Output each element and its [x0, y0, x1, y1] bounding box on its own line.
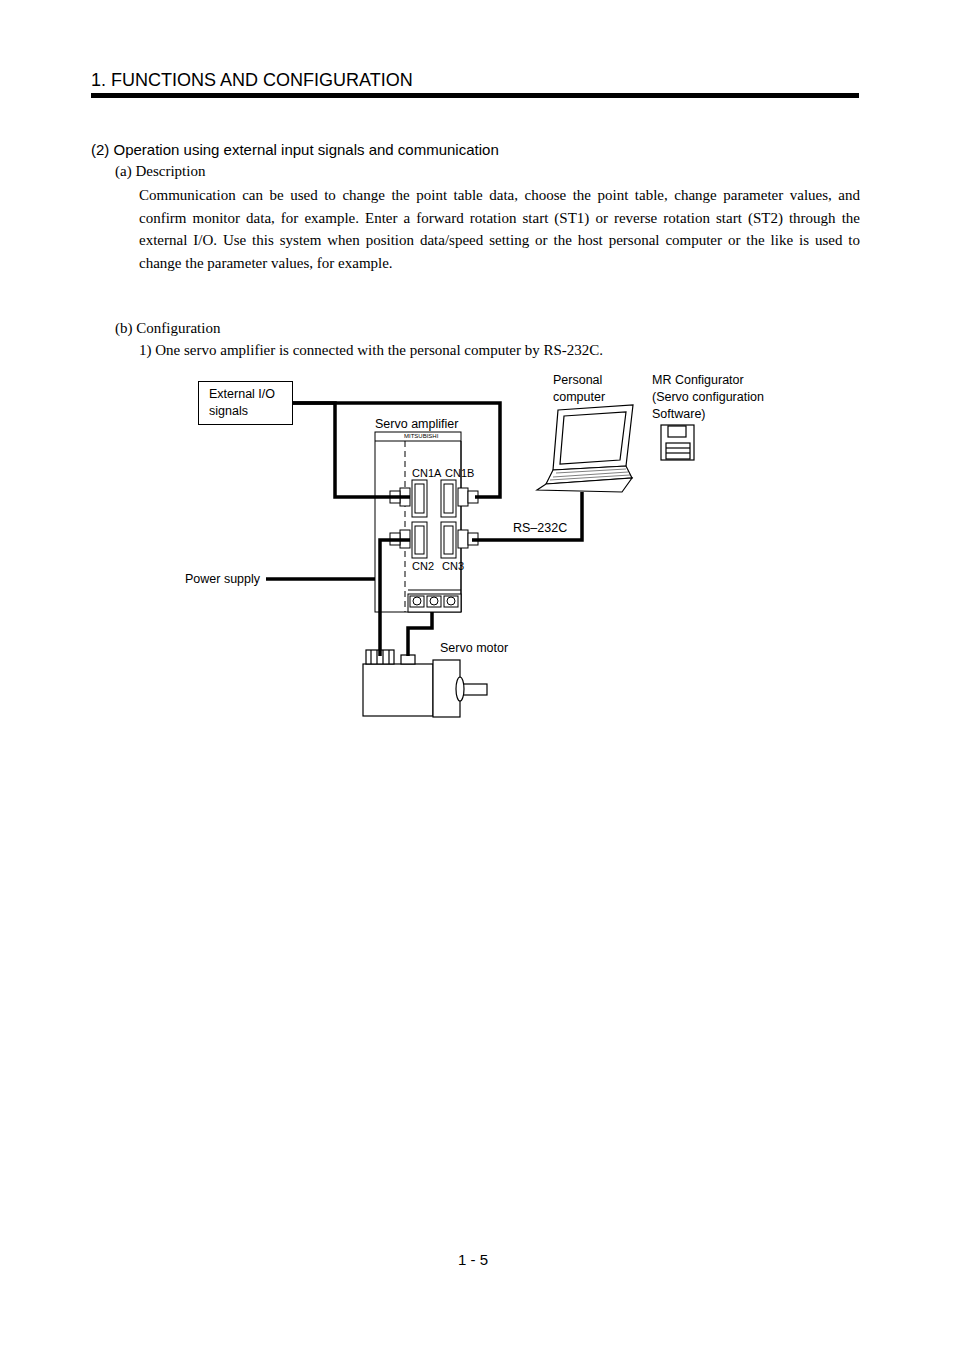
node-label: CN1A	[412, 466, 441, 481]
connector-cn1b: CN1B	[442, 466, 475, 518]
page-header: 1. FUNCTIONS AND CONFIGURATION	[91, 70, 413, 91]
power-supply-label: Power supply	[185, 572, 260, 586]
cable	[380, 540, 410, 656]
node-label: Servo amplifier	[375, 416, 458, 433]
page-number: 1 - 5	[458, 1251, 488, 1268]
header-rule	[91, 93, 859, 98]
cable	[293, 403, 500, 497]
node-label: Personal computer	[553, 372, 623, 406]
signal-box: External I/O signals	[198, 381, 293, 425]
cable	[408, 612, 432, 656]
node-label: MR Configurator (Servo configuration Sof…	[652, 372, 780, 423]
cable	[472, 492, 582, 540]
node-label: CN1B	[445, 466, 474, 481]
servo-amplifier-body	[375, 432, 478, 612]
servo-motor: Servo motor	[360, 656, 490, 718]
servo-amplifier: Servo amplifierCN1ACN1BCN2CN3	[375, 416, 462, 612]
node-label: External I/O signals	[199, 382, 292, 424]
servo-motor-body	[363, 650, 487, 717]
section-heading: (2) Operation using external input signa…	[91, 141, 499, 158]
laptop-icon	[537, 405, 633, 492]
brand-logo: MITSUBISHI	[404, 433, 438, 439]
configuration-item: 1) One servo amplifier is connected with…	[139, 342, 603, 359]
software-disk: MR Configurator (Servo configuration Sof…	[650, 372, 782, 464]
power-wire	[266, 577, 376, 581]
subsection-heading: (b) Configuration	[115, 320, 220, 337]
description-paragraph: Communication can be used to change the …	[139, 184, 860, 274]
node-label: CN2	[412, 559, 434, 574]
floppy-disk-icon	[661, 425, 694, 460]
subsection-heading: (a) Description	[115, 163, 205, 180]
node-label: CN3	[442, 559, 464, 574]
personal-computer: Personal computer	[540, 372, 635, 492]
node-label: Servo motor	[440, 640, 508, 657]
connector-cn3: CN3	[442, 520, 472, 572]
edge-label: RS–232C	[512, 521, 568, 535]
connector-cn1a: CN1A	[410, 466, 440, 518]
connector-cn2: CN2	[410, 520, 440, 572]
